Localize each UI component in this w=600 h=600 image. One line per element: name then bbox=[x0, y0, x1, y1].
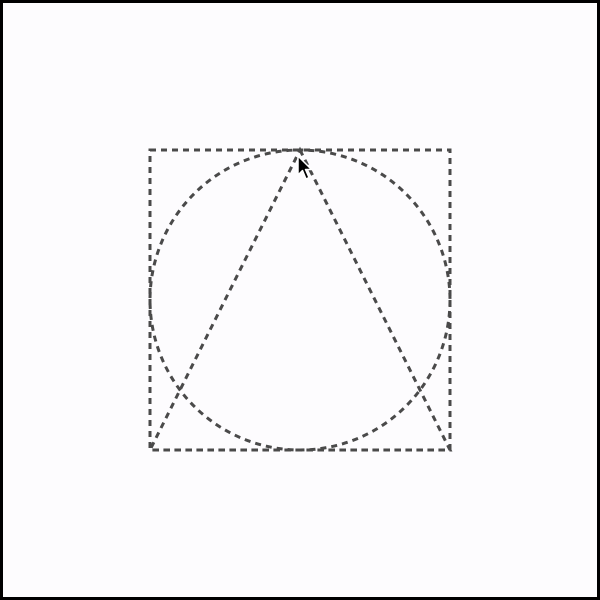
dashed-circle[interactable] bbox=[148, 148, 452, 452]
dashed-triangle[interactable] bbox=[147, 146, 453, 452]
dashed-square[interactable] bbox=[148, 148, 452, 452]
arrow-cursor-icon bbox=[297, 155, 313, 180]
